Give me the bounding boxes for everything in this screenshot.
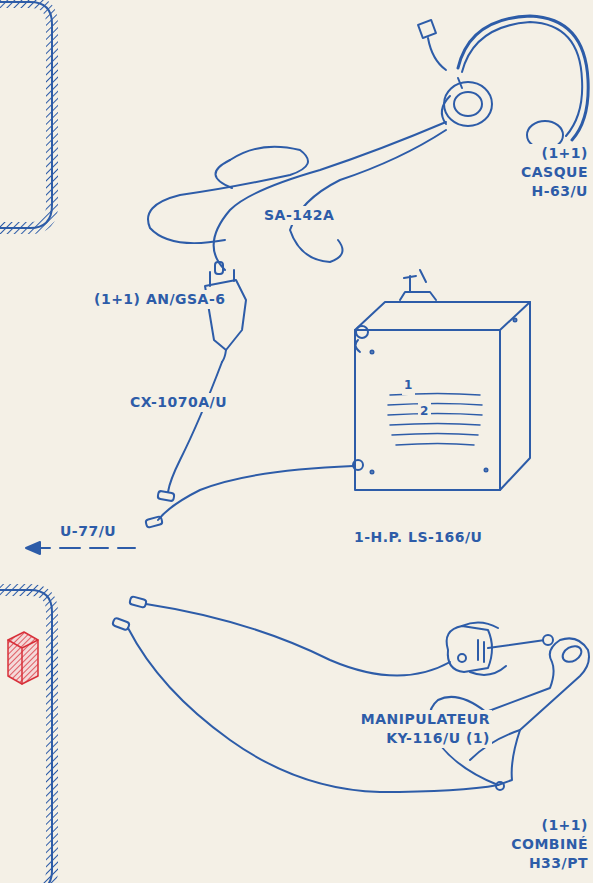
callout-label: (1+1) COMBINÉ H33/PT xyxy=(468,816,590,873)
switch-position: 1 xyxy=(402,376,415,395)
switch-position: 2 xyxy=(418,402,431,421)
cable-label: CX-1070A/U xyxy=(128,393,229,412)
callout-label: 1-H.P. LS-166/U xyxy=(352,528,485,547)
cable-label: SA-142A xyxy=(262,206,336,225)
callout-label: (1+1) AN/GSA-6 xyxy=(92,290,228,309)
cable-label: U-77/U xyxy=(58,522,118,541)
callout-label: MANIPULATEUR KY-116/U (1) xyxy=(348,710,492,748)
callout-label: (1+1) CASQUE H-63/U xyxy=(514,144,590,201)
